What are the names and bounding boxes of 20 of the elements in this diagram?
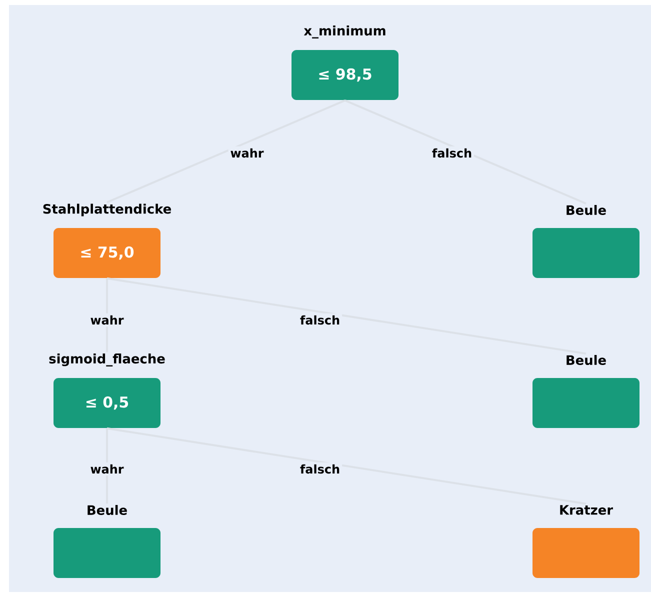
edge-label: falsch <box>298 462 342 476</box>
node-heading: x_minimum <box>304 26 386 38</box>
node-heading: Beule <box>566 354 606 365</box>
decision-box: ≤ 75,0 <box>54 228 160 278</box>
node-heading: Stahlplattendicke <box>43 204 171 216</box>
connector-line <box>344 99 586 204</box>
connector-line <box>106 99 346 204</box>
edge-label: wahr <box>88 313 126 327</box>
connector-line <box>106 427 586 505</box>
connector-line <box>106 277 586 355</box>
edge-label: falsch <box>430 146 474 160</box>
decision-box: ≤ 98,5 <box>292 50 398 100</box>
node-heading: Kratzer <box>560 505 613 515</box>
decision-box: ≤ 0,5 <box>54 378 160 428</box>
edge-label: wahr <box>228 146 266 160</box>
edge-label: falsch <box>298 313 342 327</box>
node-heading: Beule <box>88 504 127 515</box>
node-heading: Beule <box>566 204 606 215</box>
node-heading: sigmoid_flaeche <box>49 354 165 366</box>
edge-label: wahr <box>88 462 126 476</box>
